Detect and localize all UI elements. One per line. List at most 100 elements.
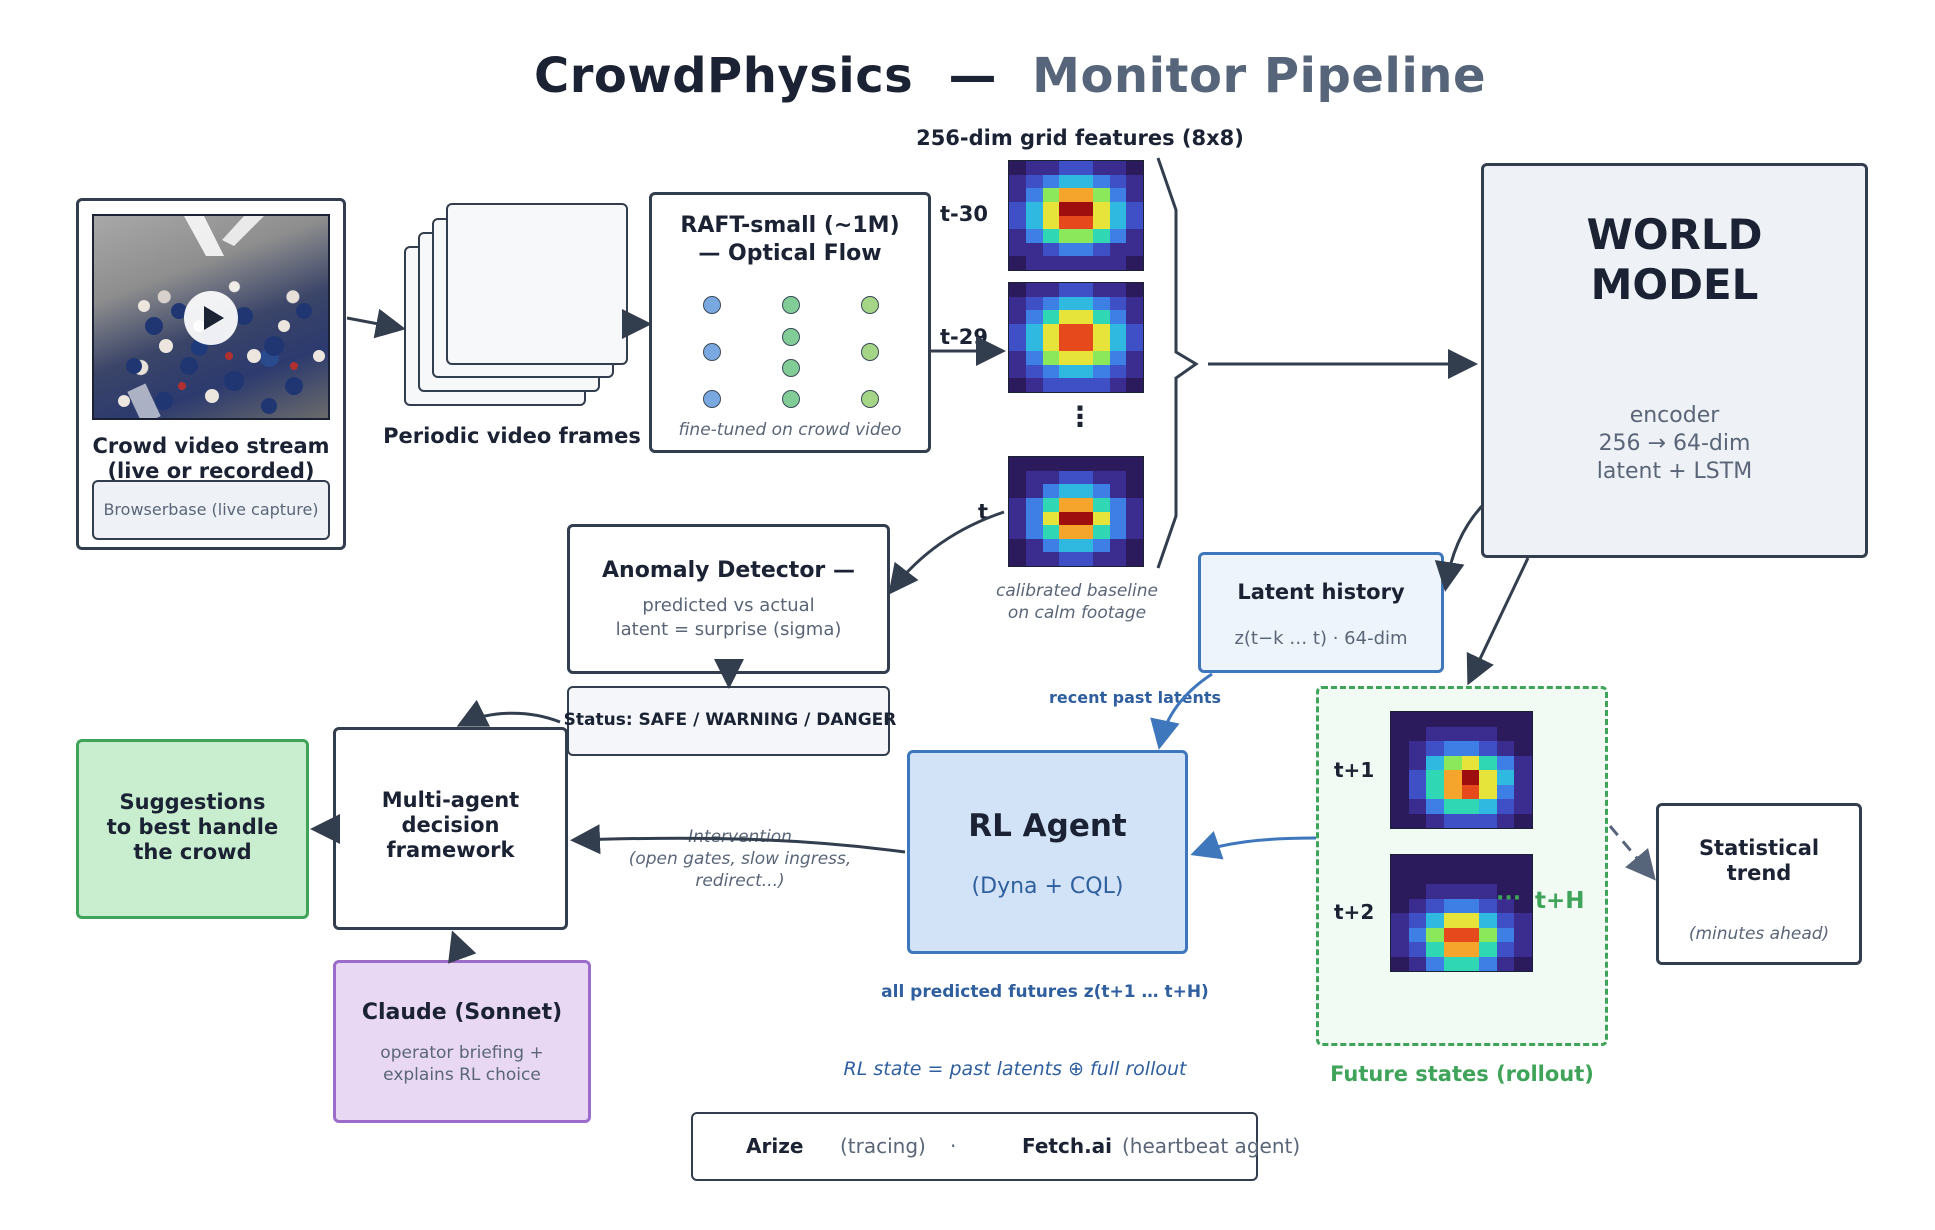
heatmap-cell xyxy=(1092,511,1110,526)
heatmap-cell xyxy=(1391,799,1409,814)
heatmap-cell xyxy=(1443,799,1462,814)
heatmap-cell xyxy=(1391,942,1409,957)
heatmap-cell xyxy=(1025,229,1043,243)
heatmap-cell xyxy=(1109,552,1127,566)
footer-arize[interactable]: Arize xyxy=(746,1134,804,1158)
heatmap-cell xyxy=(1009,283,1026,297)
heatmap-cell xyxy=(1092,337,1110,352)
heatmap-cell xyxy=(1479,942,1497,957)
heatmap-cell xyxy=(1059,296,1076,311)
heatmap-t-plus-1 xyxy=(1390,711,1533,829)
heatmap-cell xyxy=(1109,242,1127,257)
grid-features-title: 256-dim grid features (8x8) xyxy=(916,126,1244,150)
heatmap-cell xyxy=(1109,283,1127,297)
heatmap-cell xyxy=(1059,484,1076,498)
heatmap-cell xyxy=(1042,296,1060,311)
heatmap-cell xyxy=(1025,511,1043,526)
heatmap-cell xyxy=(1496,799,1515,814)
title-main: CrowdPhysics xyxy=(533,48,914,104)
video-label-line2: (live or recorded) xyxy=(107,459,315,483)
heatmap-cell xyxy=(1076,201,1093,216)
heatmap-cell xyxy=(1076,188,1093,202)
suggestions-line1: Suggestions xyxy=(119,790,266,814)
heatmap-cell xyxy=(1126,174,1143,189)
heatmap-cell xyxy=(1443,784,1462,799)
heatmap-cell xyxy=(1059,256,1076,270)
raft-title: RAFT-small (~1M) — Optical Flow xyxy=(649,212,931,268)
arrow-world-model-to-latent-history xyxy=(1434,504,1484,592)
heatmap-cell xyxy=(1126,470,1143,485)
heatmap-cell xyxy=(1092,161,1110,175)
heatmap-cell xyxy=(1126,364,1143,379)
heatmap-cell xyxy=(1126,215,1143,230)
heatmap-cell xyxy=(1426,869,1444,884)
heatmap-cell xyxy=(1092,470,1110,485)
heatmap-cell xyxy=(1109,511,1127,526)
heatmap-cell xyxy=(1426,784,1444,799)
grid-ellipsis: ⋮ xyxy=(1066,400,1094,433)
heatmap-cell xyxy=(1109,296,1127,311)
heatmap-cell xyxy=(1042,310,1060,324)
heatmap-cell xyxy=(1059,457,1076,471)
heatmap-cell xyxy=(1443,898,1462,913)
play-icon[interactable] xyxy=(184,291,238,345)
rl-agent-desc: (Dyna + CQL) xyxy=(971,874,1124,899)
statistical-title-line1: Statistical xyxy=(1698,836,1820,860)
heatmap-cell xyxy=(1042,242,1060,257)
heatmap-cell xyxy=(1009,484,1026,498)
heatmap-cell xyxy=(1408,884,1427,899)
heatmap-cell xyxy=(1514,942,1532,957)
heatmap-cell xyxy=(1092,364,1110,379)
heatmap-cell xyxy=(1443,884,1462,899)
heatmap-cell xyxy=(1009,296,1026,311)
heatmap-cell xyxy=(1042,229,1060,243)
heatmap-cell xyxy=(1109,470,1127,485)
claude-desc-line1: operator briefing + xyxy=(380,1043,544,1063)
heatmap-cell xyxy=(1009,538,1026,553)
heatmap-cell xyxy=(1092,525,1110,539)
heatmap-cell xyxy=(1059,283,1076,297)
baseline-line2: on calm footage xyxy=(1007,603,1147,623)
rl-agent-title: RL Agent xyxy=(968,808,1127,844)
heatmap-cell xyxy=(1126,296,1143,311)
heatmap-cell xyxy=(1076,310,1093,324)
heatmap-cell xyxy=(1076,283,1093,297)
heatmap-cell xyxy=(1076,256,1093,270)
heatmap-cell xyxy=(1461,799,1480,814)
heatmap-cell xyxy=(1514,712,1532,727)
arrow-future-to-statistical xyxy=(1608,825,1656,881)
heatmap-cell xyxy=(1025,351,1043,365)
heatmap-cell xyxy=(1076,484,1093,498)
arrow-claude-to-multi-agent xyxy=(448,930,477,964)
grid-label-t: t xyxy=(978,500,989,524)
heatmap-cell xyxy=(1076,242,1093,257)
heatmap-cell xyxy=(1408,755,1427,770)
arrow-grid-to-anomaly xyxy=(888,510,1005,595)
heatmap-cell xyxy=(1025,201,1043,216)
heatmap-cell xyxy=(1025,296,1043,311)
heatmap-cell xyxy=(1025,256,1043,270)
heatmap-cell xyxy=(1025,161,1043,175)
heatmap-cell xyxy=(1059,242,1076,257)
heatmap-cell xyxy=(1126,525,1143,539)
footer-fetch[interactable]: Fetch.ai xyxy=(1022,1134,1113,1158)
heatmap-cell xyxy=(1042,525,1060,539)
heatmap-cell xyxy=(1496,813,1515,828)
heatmap-cell xyxy=(1109,201,1127,216)
heatmap-cell xyxy=(1461,869,1480,884)
heatmap-cell xyxy=(1408,898,1427,913)
heatmap-cell xyxy=(1126,283,1143,297)
heatmap-cell xyxy=(1092,457,1110,471)
suggestions-box xyxy=(76,739,309,919)
arrow-rl-to-multi-agent xyxy=(570,824,906,855)
heatmap-cell xyxy=(1059,229,1076,243)
world-model-desc: encoder 256 → 64-dim latent + LSTM xyxy=(1481,402,1868,486)
heatmap-cell xyxy=(1059,497,1076,512)
title-dash: — xyxy=(948,48,997,104)
world-model-title-line1: WORLD xyxy=(1586,210,1763,259)
heatmap-cell xyxy=(1443,712,1462,727)
heatmap-cell xyxy=(1092,323,1110,338)
heatmap-cell xyxy=(1092,552,1110,566)
heatmap-cell xyxy=(1443,942,1462,957)
heatmap-cell xyxy=(1042,161,1060,175)
